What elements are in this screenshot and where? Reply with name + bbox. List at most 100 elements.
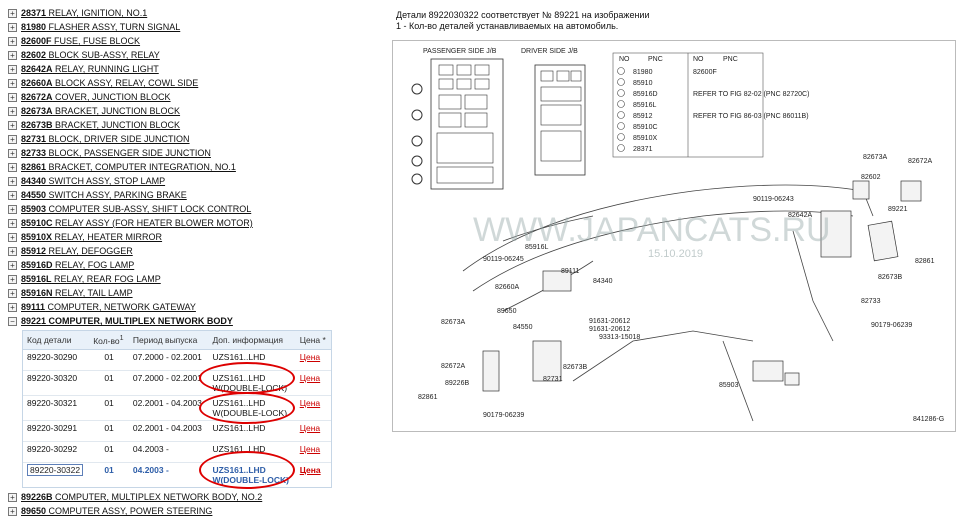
parts-diagram[interactable]: PASSENGER SIDE J/B DRIVER SIDE J/B NO PN… xyxy=(392,40,956,432)
part-82600F[interactable]: +82600F FUSE, FUSE BLOCK xyxy=(8,34,380,48)
expand-icon[interactable]: + xyxy=(8,50,17,60)
part-85903[interactable]: +85903 COMPUTER SUB-ASSY, SHIFT LOCK CON… xyxy=(8,202,380,216)
price-link[interactable]: Цена xyxy=(299,444,321,454)
col-header-3: Доп. информация xyxy=(208,331,296,350)
part-link[interactable]: 82642A RELAY, RUNNING LIGHT xyxy=(21,64,159,74)
price-link[interactable]: Цена xyxy=(299,352,321,362)
cell-price[interactable]: Цена xyxy=(295,395,331,421)
expand-icon[interactable]: + xyxy=(8,148,17,158)
expand-icon[interactable]: + xyxy=(8,190,17,200)
expand-icon[interactable]: + xyxy=(8,492,17,502)
part-link[interactable]: 85916L RELAY, REAR FOG LAMP xyxy=(21,274,161,284)
part-82731[interactable]: +82731 BLOCK, DRIVER SIDE JUNCTION xyxy=(8,132,380,146)
part-link[interactable]: 28371 RELAY, IGNITION, NO.1 xyxy=(21,8,148,18)
part-link[interactable]: 84340 SWITCH ASSY, STOP LAMP xyxy=(21,176,166,186)
expand-icon[interactable]: + xyxy=(8,274,17,284)
part-link[interactable]: 84550 SWITCH ASSY, PARKING BRAKE xyxy=(21,190,187,200)
part-link[interactable]: 89111 COMPUTER, NETWORK GATEWAY xyxy=(21,302,196,312)
part-85916D[interactable]: +85916D RELAY, FOG LAMP xyxy=(8,258,380,272)
cell-price[interactable]: Цена xyxy=(295,420,331,442)
expand-icon[interactable]: + xyxy=(8,92,17,102)
pnc-left-item: 85910X xyxy=(633,135,657,142)
part-link[interactable]: 82731 BLOCK, DRIVER SIDE JUNCTION xyxy=(21,134,190,144)
part-82660A[interactable]: +82660A BLOCK ASSY, RELAY, COWL SIDE xyxy=(8,76,380,90)
callout-label: 85916L xyxy=(525,244,548,251)
part-link[interactable]: 82660A BLOCK ASSY, RELAY, COWL SIDE xyxy=(21,78,199,88)
part-link[interactable]: 89650 COMPUTER ASSY, POWER STEERING xyxy=(21,506,213,516)
pnc-number-marker xyxy=(617,122,625,130)
expand-icon[interactable]: + xyxy=(8,106,17,116)
expand-icon[interactable]: + xyxy=(8,64,17,74)
part-85910C[interactable]: +85910C RELAY ASSY (FOR HEATER BLOWER MO… xyxy=(8,216,380,230)
expand-icon[interactable]: + xyxy=(8,204,17,214)
cell-price[interactable]: Цена xyxy=(295,462,331,487)
part-link[interactable]: 82673A BRACKET, JUNCTION BLOCK xyxy=(21,106,181,116)
expand-icon[interactable]: + xyxy=(8,120,17,130)
part-85910X[interactable]: +85910X RELAY, HEATER MIRROR xyxy=(8,230,380,244)
part-link[interactable]: 81980 FLASHER ASSY, TURN SIGNAL xyxy=(21,22,181,32)
expand-icon[interactable]: + xyxy=(8,134,17,144)
part-link[interactable]: 82733 BLOCK, PASSENGER SIDE JUNCTION xyxy=(21,148,211,158)
part-82642A[interactable]: +82642A RELAY, RUNNING LIGHT xyxy=(8,62,380,76)
price-link[interactable]: Цена xyxy=(299,465,321,475)
part-85916L[interactable]: +85916L RELAY, REAR FOG LAMP xyxy=(8,272,380,286)
expand-icon[interactable]: + xyxy=(8,506,17,516)
price-link[interactable]: Цена xyxy=(299,423,321,433)
expand-icon[interactable]: + xyxy=(8,288,17,298)
part-89111[interactable]: +89111 COMPUTER, NETWORK GATEWAY xyxy=(8,300,380,314)
expand-icon[interactable]: + xyxy=(8,162,17,172)
part-82861[interactable]: +82861 BRACKET, COMPUTER INTEGRATION, NO… xyxy=(8,160,380,174)
part-link[interactable]: 85916N RELAY, TAIL LAMP xyxy=(21,288,133,298)
part-link[interactable]: 85910X RELAY, HEATER MIRROR xyxy=(21,232,163,242)
part-link[interactable]: 82672A COVER, JUNCTION BLOCK xyxy=(21,92,171,102)
part-82672A[interactable]: +82672A COVER, JUNCTION BLOCK xyxy=(8,90,380,104)
part-81980[interactable]: +81980 FLASHER ASSY, TURN SIGNAL xyxy=(8,20,380,34)
part-82673A[interactable]: +82673A BRACKET, JUNCTION BLOCK xyxy=(8,104,380,118)
price-link[interactable]: Цена xyxy=(299,373,321,383)
cell-price[interactable]: Цена xyxy=(295,349,331,371)
part-82733[interactable]: +82733 BLOCK, PASSENGER SIDE JUNCTION xyxy=(8,146,380,160)
part-link[interactable]: 82673B BRACKET, JUNCTION BLOCK xyxy=(21,120,181,130)
expand-icon[interactable]: + xyxy=(8,8,17,18)
part-link[interactable]: 85910C RELAY ASSY (FOR HEATER BLOWER MOT… xyxy=(21,218,253,228)
part-85912[interactable]: +85912 RELAY, DEFOGGER xyxy=(8,244,380,258)
part-84340[interactable]: +84340 SWITCH ASSY, STOP LAMP xyxy=(8,174,380,188)
part-82602[interactable]: +82602 BLOCK SUB-ASSY, RELAY xyxy=(8,48,380,62)
part-link[interactable]: 85903 COMPUTER SUB-ASSY, SHIFT LOCK CONT… xyxy=(21,204,252,214)
expand-icon[interactable]: + xyxy=(8,36,17,46)
part-link[interactable]: 85912 RELAY, DEFOGGER xyxy=(21,246,133,256)
part-89221[interactable]: − 89221 COMPUTER, MULTIPLEX NETWORK BODY xyxy=(8,314,380,328)
expand-icon[interactable]: + xyxy=(8,260,17,270)
part-link[interactable]: 89226B COMPUTER, MULTIPLEX NETWORK BODY,… xyxy=(21,492,263,502)
part-82673B[interactable]: +82673B BRACKET, JUNCTION BLOCK xyxy=(8,118,380,132)
cell-price[interactable]: Цена xyxy=(295,441,331,463)
price-link[interactable]: Цена xyxy=(299,398,321,408)
part-link[interactable]: 89221 COMPUTER, MULTIPLEX NETWORK BODY xyxy=(21,316,233,326)
expand-icon[interactable]: + xyxy=(8,78,17,88)
expand-icon[interactable]: + xyxy=(8,218,17,228)
collapse-icon[interactable]: − xyxy=(8,316,17,326)
part-89650[interactable]: +89650 COMPUTER ASSY, POWER STEERING xyxy=(8,504,380,518)
part-link[interactable]: 85916D RELAY, FOG LAMP xyxy=(21,260,135,270)
part-85916N[interactable]: +85916N RELAY, TAIL LAMP xyxy=(8,286,380,300)
part-link[interactable]: 82600F FUSE, FUSE BLOCK xyxy=(21,36,141,46)
pnc-number-marker xyxy=(617,100,625,108)
part-link[interactable]: 82602 BLOCK SUB-ASSY, RELAY xyxy=(21,50,160,60)
part-84550[interactable]: +84550 SWITCH ASSY, PARKING BRAKE xyxy=(8,188,380,202)
part-28371[interactable]: +28371 RELAY, IGNITION, NO.1 xyxy=(8,6,380,20)
expand-icon[interactable]: + xyxy=(8,22,17,32)
part-89226B[interactable]: +89226B COMPUTER, MULTIPLEX NETWORK BODY… xyxy=(8,490,380,504)
callout-label: 90119-06243 xyxy=(753,196,794,203)
expand-icon[interactable]: + xyxy=(8,302,17,312)
expand-icon[interactable]: + xyxy=(8,246,17,256)
part-link[interactable]: 82861 BRACKET, COMPUTER INTEGRATION, NO.… xyxy=(21,162,236,172)
expand-icon[interactable]: + xyxy=(8,176,17,186)
cell-price[interactable]: Цена xyxy=(295,370,331,396)
expand-icon[interactable]: + xyxy=(8,232,17,242)
